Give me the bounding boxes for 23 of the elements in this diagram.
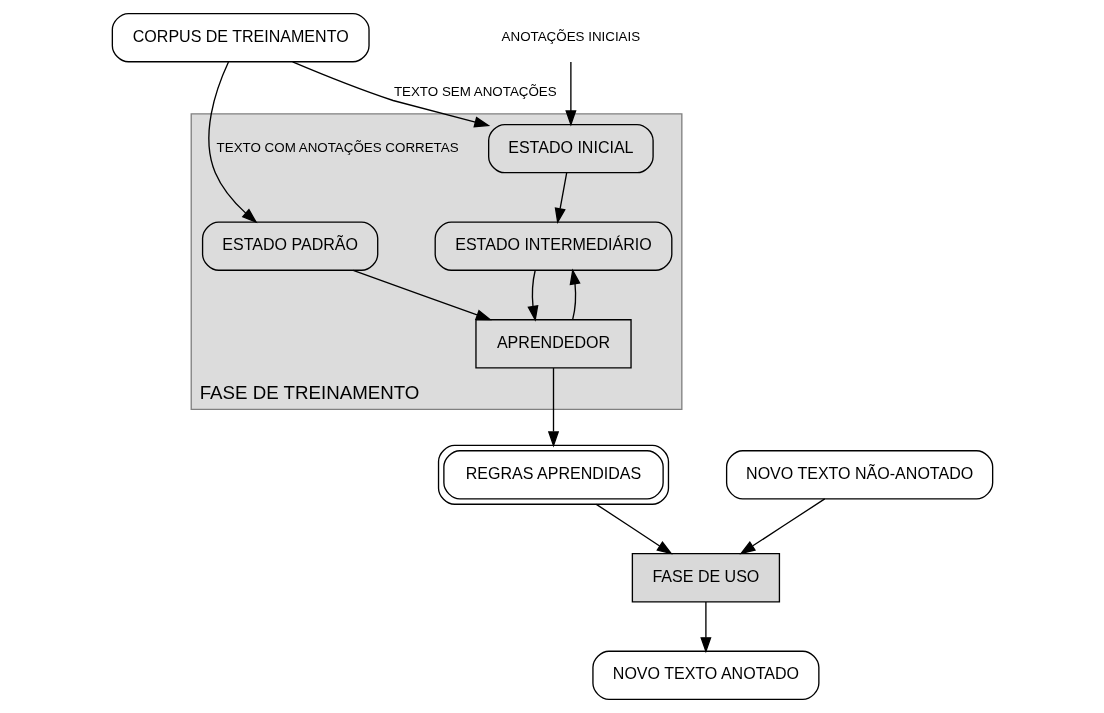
node-box: ESTADO INTERMEDIÁRIO: [434, 221, 672, 271]
node-box: ESTADO INICIAL: [487, 123, 654, 174]
node-box: NOVO TEXTO NÃO-ANOTADO: [725, 450, 993, 500]
node-box: NOVO TEXTO ANOTADO: [591, 650, 820, 701]
arrow: [207, 61, 258, 224]
arrow: [739, 498, 825, 555]
arrow: [595, 503, 673, 555]
node-box: REGRAS APRENDIDAS: [437, 444, 669, 505]
node-box: ESTADO PADRÃO: [201, 221, 378, 271]
edge-label: TEXTO COM ANOTAÇÕES CORRETAS: [216, 139, 459, 155]
arrow: [564, 61, 576, 127]
node-box: APRENDEDOR: [474, 319, 632, 369]
node-text: ANOTAÇÕES INICIAIS: [501, 29, 640, 45]
arrow: [291, 61, 490, 128]
arrow: [352, 269, 492, 321]
arrow: [554, 172, 567, 225]
arrow: [699, 601, 712, 654]
node-box: CORPUS DE TREINAMENTO: [111, 12, 370, 63]
arrow: [526, 269, 538, 322]
arrow: [569, 268, 581, 321]
node-box: FASE DE USO: [631, 553, 780, 603]
arrow: [547, 367, 559, 448]
edge-label: TEXTO SEM ANOTAÇÕES: [393, 84, 557, 100]
